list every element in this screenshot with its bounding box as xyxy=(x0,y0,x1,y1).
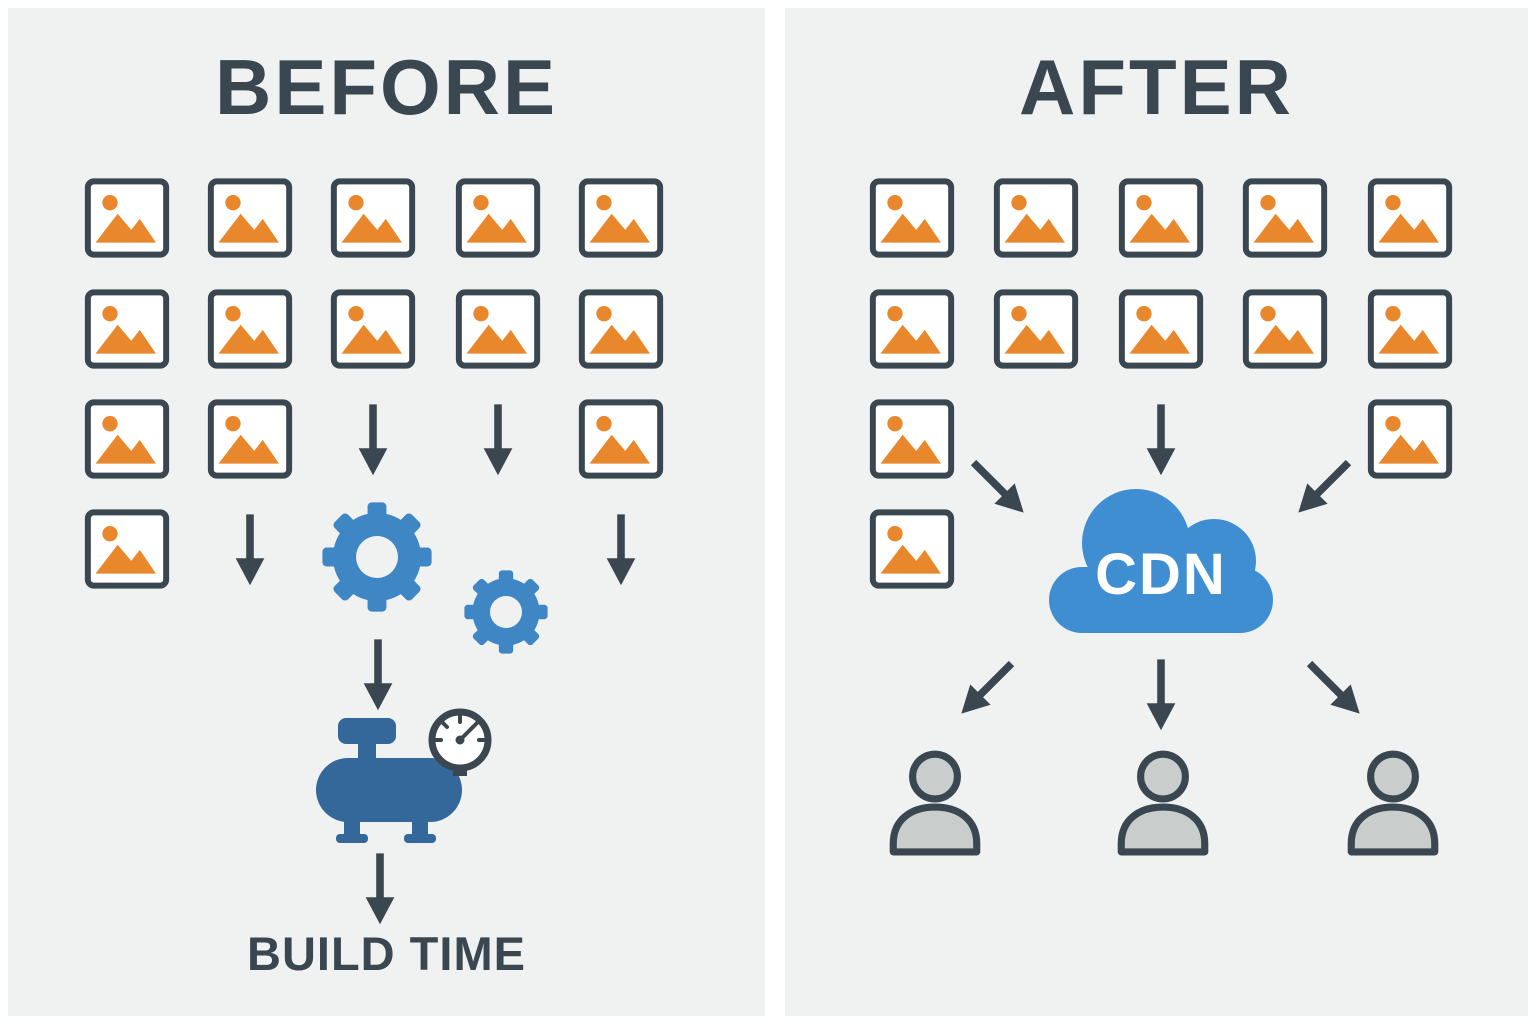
image-thumbnail-icon xyxy=(455,289,541,369)
cdn-label: CDN xyxy=(1095,542,1227,607)
image-thumbnail-icon xyxy=(207,399,293,479)
gear-large-icon xyxy=(314,494,440,620)
before-panel: BEFORE BUILD TIME xyxy=(8,8,765,1016)
image-thumbnail-icon xyxy=(84,399,170,479)
down-arrow-icon xyxy=(232,511,268,587)
image-thumbnail-icon xyxy=(207,289,293,369)
image-thumbnail-icon xyxy=(84,289,170,369)
image-thumbnail-icon xyxy=(330,289,416,369)
compressor-machine-icon xyxy=(300,704,500,854)
image-thumbnail-icon xyxy=(455,178,541,258)
after-title: AFTER xyxy=(1019,43,1294,131)
down-arrow-icon xyxy=(360,636,396,712)
image-thumbnail-icon xyxy=(207,178,293,258)
user-icon xyxy=(1337,746,1449,858)
user-icon xyxy=(1107,746,1219,858)
down-arrow-icon xyxy=(355,401,391,477)
image-thumbnail-icon xyxy=(578,399,664,479)
image-thumbnail-icon xyxy=(84,509,170,589)
down-arrow-icon xyxy=(362,850,398,926)
image-thumbnail-icon xyxy=(578,289,664,369)
down-arrow-icon xyxy=(603,511,639,587)
gear-small-icon xyxy=(458,564,554,660)
image-thumbnail-icon xyxy=(578,178,664,258)
down-arrow-icon xyxy=(480,401,516,477)
after-panel: AFTER CDN xyxy=(785,8,1528,1016)
users-row xyxy=(785,8,1528,1016)
image-thumbnail-icon xyxy=(330,178,416,258)
before-title: BEFORE xyxy=(214,43,559,131)
image-thumbnail-icon xyxy=(84,178,170,258)
user-icon xyxy=(879,746,991,858)
build-time-label: BUILD TIME xyxy=(247,927,526,980)
